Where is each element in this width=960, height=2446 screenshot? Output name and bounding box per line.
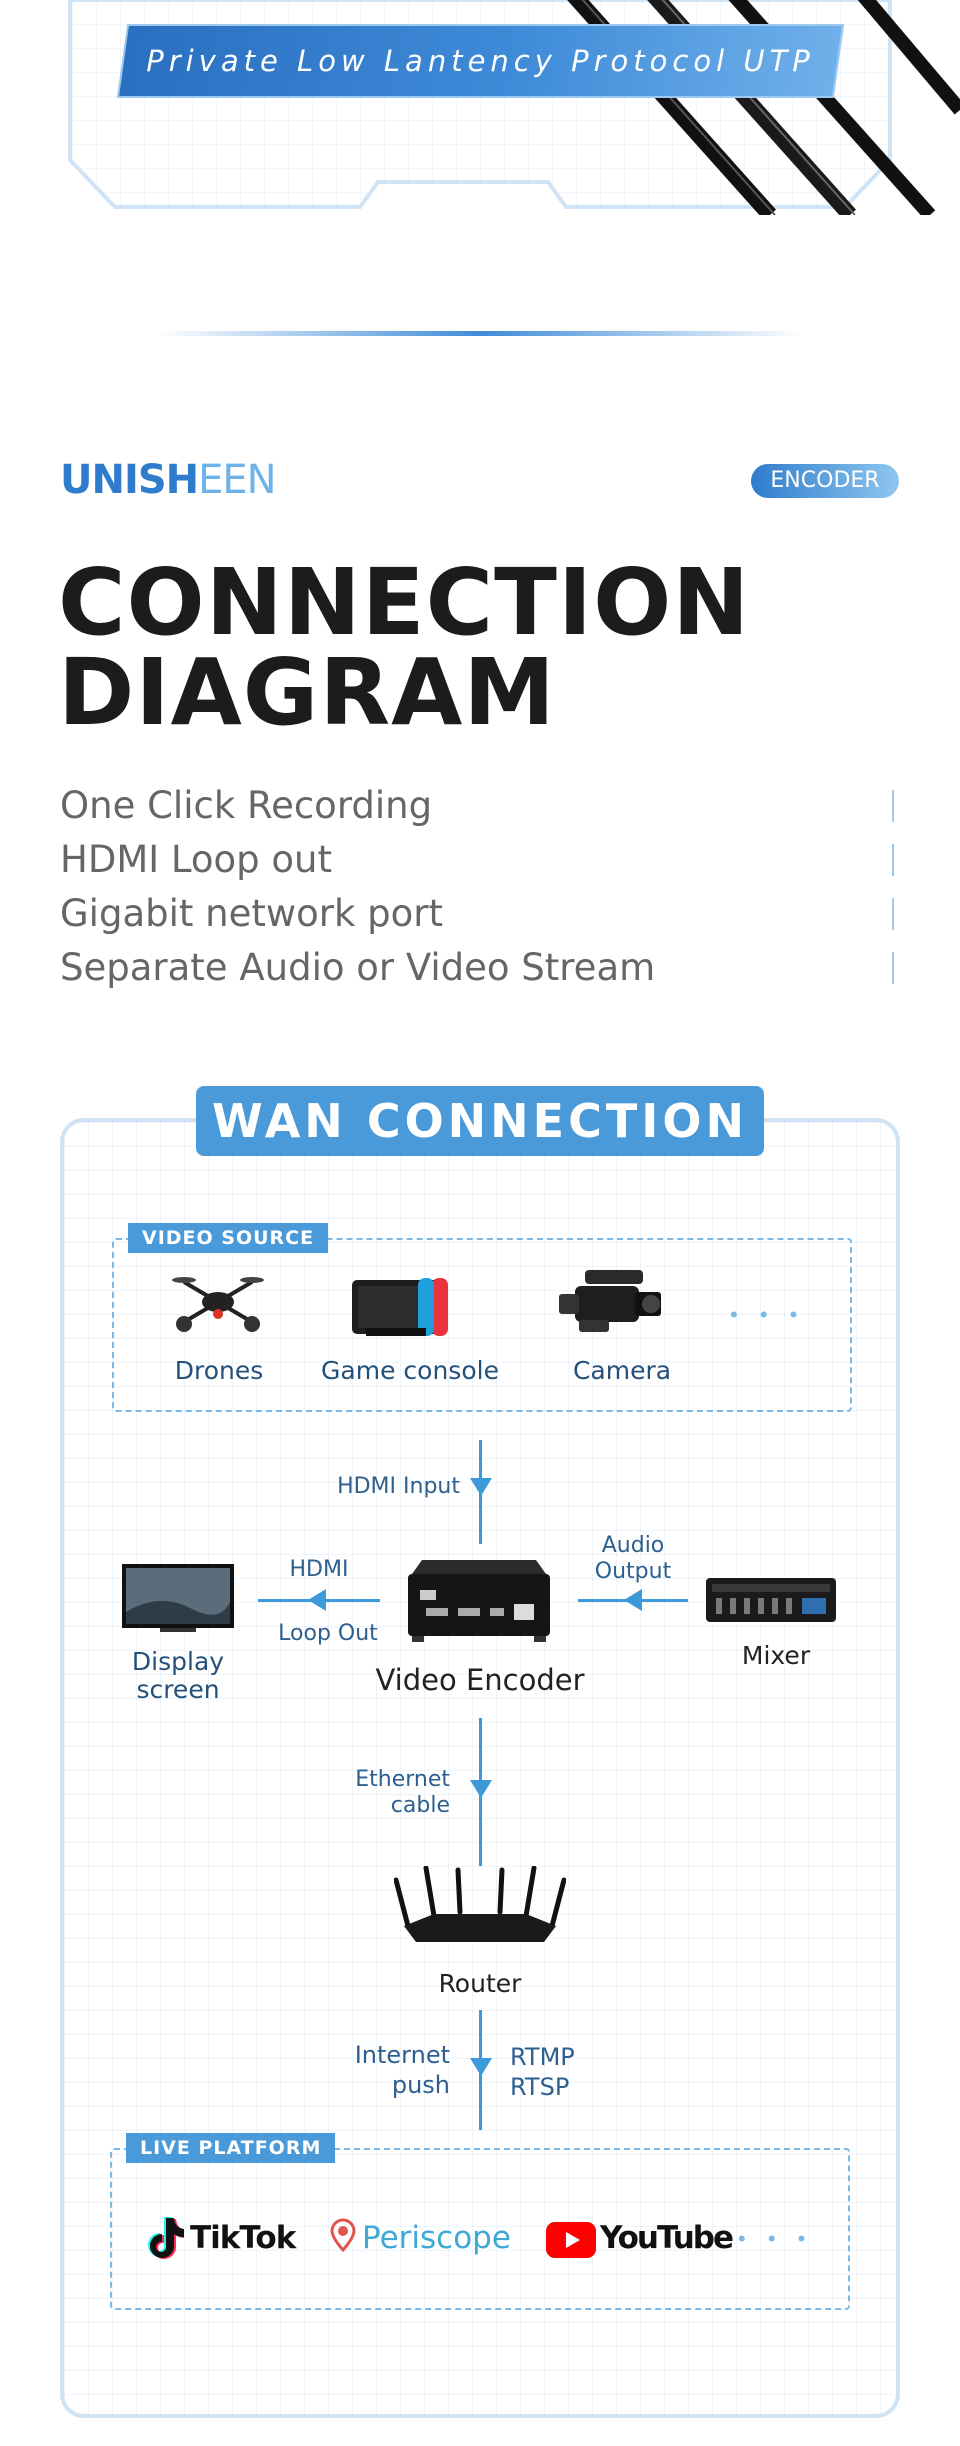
feature-bar	[892, 790, 894, 822]
youtube-label: YouTube	[600, 2220, 734, 2256]
router-label: Router	[438, 1969, 522, 1998]
hdmi-label: HDMI	[289, 1557, 349, 1582]
feature-item: Gigabit network port	[60, 892, 444, 935]
camera-label: Camera	[572, 1356, 672, 1385]
feature-bar	[892, 952, 894, 984]
brand-logo-light: EEN	[198, 457, 276, 503]
periscope-icon	[330, 2218, 356, 2252]
video-source-tag: VIDEO SOURCE	[128, 1223, 329, 1253]
camera-icon	[559, 1270, 661, 1332]
video-encoder-label: Video Encoder	[375, 1663, 585, 1697]
headline-line-1: CONNECTION	[58, 549, 751, 656]
hdmi-input-label: HDMI Input	[337, 1474, 460, 1499]
game-console-label: Game console	[321, 1356, 499, 1385]
internet-push-line2: push	[391, 2071, 450, 2099]
arrow-down-icon	[470, 1780, 492, 1798]
ethernet-label-line2: cable	[390, 1793, 450, 1818]
video-source-box	[112, 1238, 852, 1412]
brand-logo-bold: UNISH	[60, 457, 199, 503]
loop-out-label: Loop Out	[278, 1621, 378, 1646]
cable-illustration	[567, 0, 960, 215]
feature-bar	[892, 898, 894, 930]
ethernet-label-line1: Ethernet	[355, 1767, 450, 1792]
display-screen-icon	[122, 1564, 234, 1632]
section-divider	[158, 331, 803, 336]
audio-label-line2: Output	[594, 1559, 672, 1584]
drone-icon	[172, 1277, 264, 1332]
live-platform-box	[110, 2148, 850, 2310]
router-icon	[394, 1866, 566, 1942]
more-platforms-icon: • • •	[738, 2226, 814, 2251]
tiktok-icon	[148, 2217, 184, 2259]
audio-label-line1: Audio	[601, 1533, 665, 1558]
feature-item: Separate Audio or Video Stream	[60, 946, 656, 989]
mixer-icon	[706, 1578, 836, 1622]
wan-connection-title: WAN CONNECTION	[196, 1086, 764, 1156]
live-platform-tag: LIVE PLATFORM	[126, 2133, 336, 2163]
youtube-icon	[546, 2222, 596, 2258]
arrow-down-icon	[470, 1478, 492, 1496]
internet-push-line1: Internet	[354, 2041, 450, 2069]
game-console-icon	[352, 1278, 448, 1336]
mixer-label: Mixer	[741, 1641, 811, 1670]
arrow-down-icon	[470, 2058, 492, 2076]
more-sources-icon: • • •	[730, 1302, 806, 1327]
feature-item: HDMI Loop out	[60, 838, 332, 881]
display-label-line1: Display	[131, 1647, 225, 1676]
drones-label: Drones	[174, 1356, 264, 1385]
protocol-banner-text: Private Low Lantency Protocol UTP	[146, 44, 815, 78]
video-encoder-icon	[408, 1560, 550, 1642]
tiktok-label: TikTok	[190, 2220, 296, 2256]
rtmp-label: RTMP	[510, 2043, 575, 2071]
periscope-label: Periscope	[362, 2220, 511, 2256]
feature-item: One Click Recording	[60, 784, 433, 827]
headline-line-2: DIAGRAM	[58, 639, 556, 746]
rtsp-label: RTSP	[510, 2073, 570, 2101]
feature-bar	[892, 844, 894, 876]
encoder-badge: ENCODER	[751, 464, 899, 498]
arrow-left-icon	[624, 1589, 642, 1611]
display-label-line2: screen	[136, 1675, 220, 1704]
arrow-left-icon	[308, 1589, 326, 1611]
brand-logo: UNISHEEN	[60, 457, 277, 503]
top-panel: Private Low Lantency Protocol UTP	[0, 0, 960, 215]
